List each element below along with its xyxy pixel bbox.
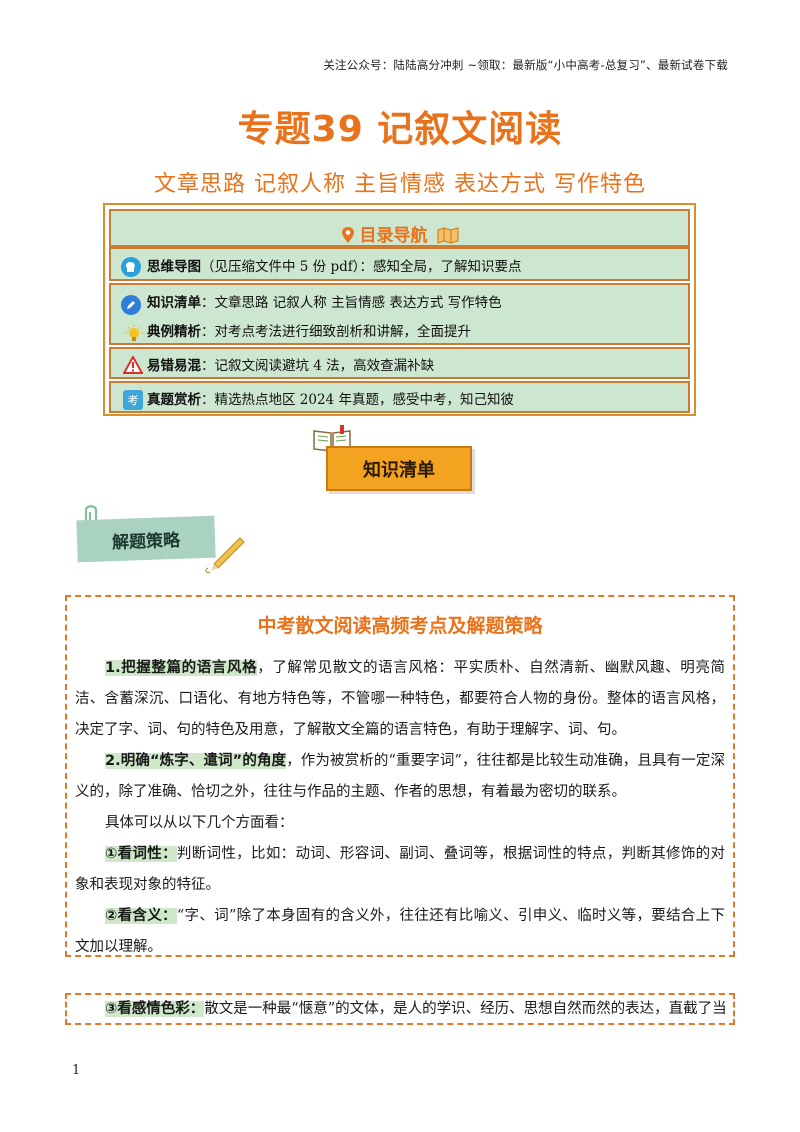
- strategy-box-title: 中考散文阅读高频考点及解题策略: [257, 615, 543, 637]
- toc-title: 目录导航: [111, 221, 688, 246]
- paragraph-aspects-intro: 具体可以从以下几个方面看：: [105, 815, 294, 831]
- strategy-box: 中考散文阅读高频考点及解题策略 1.把握整篇的语言风格，了解常见散文的语言风格：…: [65, 595, 735, 957]
- toc-row-text: 思维导图（见压缩文件中 5 份 pdf）：感知全局，了解知识要点: [147, 259, 522, 275]
- toc-row-real-exam: 考 真题赏析：精选热点地区 2024 年真题，感受中考，知己知彼: [109, 381, 690, 413]
- paragraph-word-choice: 2.明确“炼字、遣词”的角度，作为被赏析的“重要字词”，往往都是比较生动准确，且…: [75, 753, 726, 800]
- pencil-icon: [205, 537, 245, 573]
- toc-row-text: 易错易混：记叙文阅读避坑 4 法，高效查漏补缺: [147, 358, 435, 374]
- strategy-tag: 解题策略: [76, 515, 216, 563]
- map-pin-icon: [341, 227, 354, 243]
- page-subtitle: 文章思路 记叙人称 主旨情感 表达方式 写作特色: [154, 172, 646, 197]
- page-title: 专题39 记叙文阅读: [237, 109, 563, 150]
- lightbulb-icon: [125, 325, 143, 343]
- toc-row-text: 典例精析：对考点考法进行细致剖析和讲解，全面提升: [147, 324, 471, 340]
- toc-header-row: 目录导航: [109, 209, 690, 247]
- table-of-contents: 目录导航 思维导图（见压缩文件中 5 份 pdf）：感知全局，了解知识要点 知识…: [103, 203, 696, 416]
- paragraph-emotional-color: ③看感情色彩：散文是一种最“惬意”的文体，是人的学识、经历、思想自然而然的表达，…: [105, 1001, 725, 1017]
- paragraph-meaning: ②看含义：“字、词”除了本身固有的含义外，往往还有比喻义、引申义、临时义等，要结…: [75, 908, 725, 955]
- toc-row-text: 知识清单：文章思路 记叙人称 主旨情感 表达方式 写作特色: [147, 295, 502, 311]
- knowledge-list-badge: 知识清单: [326, 446, 472, 491]
- paragraph-language-style: 1.把握整篇的语言风格，了解常见散文的语言风格：平实质朴、自然清新、幽默风趣、明…: [75, 660, 725, 738]
- header-note: 关注公众号：陆陆高分冲刺 ~领取：最新版“小中高考-总复习”、最新试卷下载: [323, 58, 728, 72]
- exam-icon: 考: [123, 390, 143, 410]
- warning-icon: [123, 355, 143, 375]
- toc-row-mindmap: 思维导图（见压缩文件中 5 份 pdf）：感知全局，了解知识要点: [109, 247, 690, 281]
- paragraph-part-of-speech: ①看词性：判断词性，比如：动词、形容词、副词、叠词等，根据词性的特点，判断其修饰…: [75, 846, 725, 893]
- map-icon: [437, 227, 459, 244]
- brain-icon: [121, 257, 141, 277]
- toc-row-mistakes: 易错易混：记叙文阅读避坑 4 法，高效查漏补缺: [109, 347, 690, 379]
- toc-row-knowledge: 知识清单：文章思路 记叙人称 主旨情感 表达方式 写作特色 典例精析：对考点考法…: [109, 283, 690, 345]
- pencil-edit-icon: [121, 295, 141, 315]
- toc-title-label: 目录导航: [359, 226, 428, 246]
- page-number: 1: [72, 1063, 81, 1078]
- continuation-box: ③看感情色彩：散文是一种最“惬意”的文体，是人的学识、经历、思想自然而然的表达，…: [65, 993, 735, 1025]
- toc-row-text: 真题赏析：精选热点地区 2024 年真题，感受中考，知己知彼: [147, 392, 514, 408]
